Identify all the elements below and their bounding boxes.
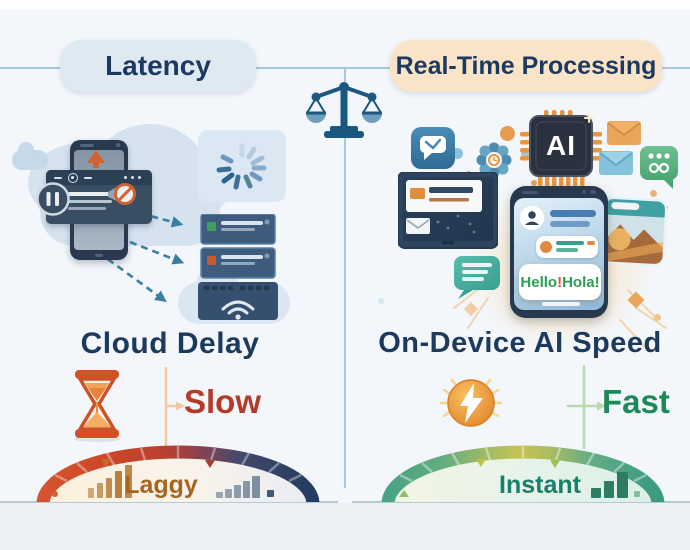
decor-dot	[521, 150, 529, 158]
avatar	[520, 206, 544, 230]
fast-arrow-icon	[566, 364, 606, 450]
home-indicator	[542, 302, 580, 306]
message-chip	[587, 241, 595, 245]
phone-camera	[582, 190, 586, 194]
latency-header-pill: Latency	[60, 40, 256, 92]
phone-camera	[116, 143, 120, 147]
center-divider-top	[344, 69, 346, 82]
loading-bubble	[198, 130, 286, 206]
chat-app-icon	[411, 127, 455, 169]
greeting-hello: Hello	[520, 273, 558, 291]
gear-flower-icon	[476, 142, 512, 178]
message-avatar	[540, 241, 552, 253]
phone-speaker	[80, 144, 94, 147]
instant-gauge	[381, 445, 665, 502]
greeting-separator: !	[557, 273, 563, 291]
decor-dot	[654, 314, 661, 321]
bottom-line-left	[0, 501, 338, 503]
loading-spinner-icon	[216, 143, 267, 190]
browser-pin-ring	[68, 173, 78, 183]
greeting-bubble: Hello!Hola!	[519, 264, 601, 300]
message-line	[556, 248, 578, 252]
chat-text-line	[550, 210, 596, 217]
browser-text-line	[68, 192, 120, 196]
browser-dot	[138, 176, 141, 179]
photo-card-icon	[600, 196, 668, 267]
realtime-title: Real-Time Processing	[395, 51, 657, 80]
lightning-icon	[439, 378, 503, 427]
small-cloud-bump	[18, 142, 34, 158]
server-stack-icon	[198, 214, 278, 320]
ai-chip-label: AI	[546, 130, 576, 161]
instant-label: Instant	[499, 471, 581, 499]
bottom-line-right	[352, 501, 690, 503]
dashed-arrow-icon	[97, 208, 185, 303]
browser-dash	[84, 176, 92, 179]
gauge-marker	[101, 459, 111, 467]
slow-label: Slow	[184, 383, 262, 420]
browser-text-line	[68, 200, 112, 203]
hourglass-icon	[74, 370, 120, 442]
person-icon	[525, 211, 539, 225]
signal-bars-icon	[216, 476, 274, 498]
gauge-marker	[205, 460, 215, 468]
phone-speaker	[522, 191, 538, 194]
laggy-label: Laggy	[124, 471, 198, 499]
balance-scale-icon	[306, 82, 382, 138]
laggy-gauge	[36, 445, 320, 502]
center-divider-line	[344, 138, 346, 488]
decor-dot	[452, 148, 463, 159]
server-vents	[204, 286, 269, 290]
greeting-hola: Hola!	[562, 273, 600, 291]
message-line	[556, 241, 584, 245]
decor-dot	[500, 126, 515, 141]
decor-dot	[378, 298, 384, 304]
notes-bubble-icon	[454, 256, 500, 299]
pause-icon	[36, 182, 70, 216]
message-row	[536, 236, 598, 258]
browser-pin-dot	[71, 176, 74, 179]
decor-dot	[531, 180, 537, 186]
chat-screen: Hello!Hola!	[514, 198, 604, 310]
slow-arrow-icon	[164, 366, 185, 450]
tablet-notification-icon	[398, 172, 498, 249]
browser-dot	[124, 176, 127, 179]
signal-bars-icon	[88, 465, 132, 498]
phone-sensor	[590, 190, 596, 194]
fast-label: Fast	[602, 383, 670, 420]
muted-blocked-icon	[108, 183, 136, 205]
latency-title: Latency	[105, 50, 211, 81]
location-pin-icon	[87, 150, 105, 168]
group-chat-icon	[640, 146, 678, 189]
header-divider-line	[0, 67, 690, 69]
gauge-marker	[476, 459, 486, 467]
wifi-icon	[221, 300, 255, 320]
ai-chip-icon	[520, 110, 602, 187]
browser-dash	[54, 176, 62, 179]
browser-text-line	[68, 207, 106, 210]
gauge-ticks	[399, 446, 647, 483]
browser-dot	[131, 176, 134, 179]
right-caption: On-Device AI Speed	[378, 327, 662, 359]
envelope-blue-icon	[599, 151, 633, 175]
decor-dot	[650, 190, 657, 197]
left-caption: Cloud Delay	[80, 327, 260, 360]
realtime-header-pill: Real-Time Processing	[390, 40, 662, 92]
gauge-marker	[550, 460, 560, 468]
phone-home-button	[95, 254, 103, 257]
signal-bars-icon	[591, 472, 640, 498]
envelope-white-icon	[406, 218, 430, 234]
top-strip	[0, 0, 690, 9]
smartphone-chat-icon: Hello!Hola!	[510, 186, 608, 318]
chat-text-line	[550, 221, 590, 227]
envelope-orange-icon	[607, 121, 641, 145]
bottom-margin	[0, 503, 690, 550]
sparkle-icon	[584, 113, 594, 123]
